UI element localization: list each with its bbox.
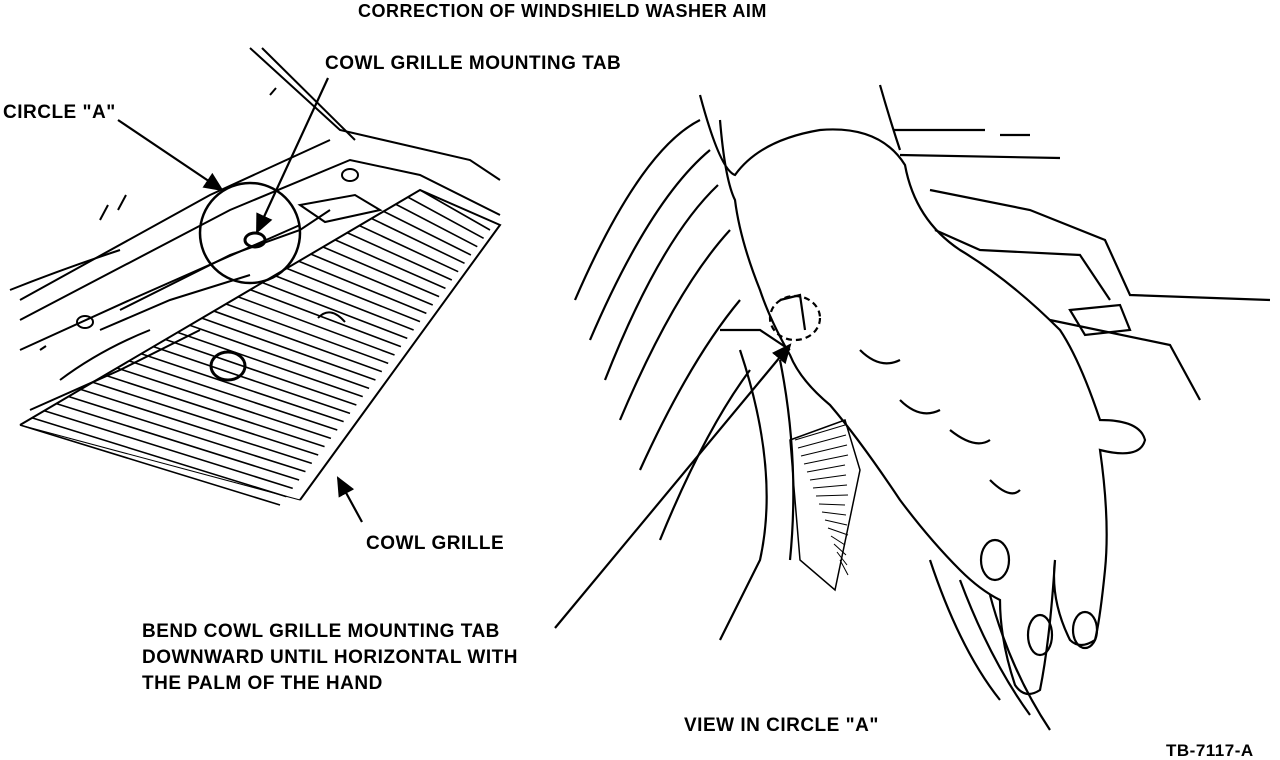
grille-slat — [371, 217, 465, 265]
grille-slat — [153, 345, 351, 415]
grille-slat — [80, 388, 313, 465]
grille-slat — [201, 317, 376, 381]
shadow-hatch — [830, 535, 846, 546]
grille-slat — [19, 424, 281, 506]
hand-outline — [698, 94, 1147, 696]
leader-lines — [117, 77, 792, 629]
shadow-hatch — [800, 444, 848, 457]
grille-slat — [225, 303, 389, 365]
view-caption: VIEW IN CIRCLE "A" — [684, 715, 879, 736]
cowl-overview-drawing — [9, 47, 501, 411]
shadow-hatch — [839, 559, 849, 576]
grille-slat — [298, 260, 427, 315]
grille-slat — [140, 353, 344, 423]
grille-slat — [395, 203, 478, 248]
instruction-line: BEND COWL GRILLE MOUNTING TAB — [142, 621, 500, 642]
grille-slat — [189, 324, 370, 390]
grille-slat — [274, 274, 414, 331]
shadow-hatch — [836, 551, 848, 566]
shadow-hatch — [821, 511, 847, 516]
cowl-grille-label: COWL GRILLE — [366, 533, 505, 554]
grille-slat — [310, 253, 434, 306]
grille-slat — [177, 331, 363, 398]
shadow-hatch — [803, 454, 849, 465]
grille-slat — [104, 374, 325, 448]
grille-slat — [359, 224, 459, 273]
instruction-label: BEND COWL GRILLE MOUNTING TAB DOWNWARD U… — [142, 619, 518, 697]
grille-slat — [262, 281, 408, 340]
grille-slat — [31, 417, 287, 498]
figure-id: TB-7117-A — [1166, 741, 1254, 760]
grille-slat — [383, 210, 472, 256]
shadow-hatch — [809, 474, 847, 481]
grille-slat — [407, 196, 485, 240]
grille-slat — [56, 402, 300, 481]
grille-slat — [322, 246, 440, 298]
circle-a-label: CIRCLE "A" — [3, 102, 116, 123]
grille-slat — [92, 381, 319, 456]
grille-slat — [334, 239, 446, 290]
grille-slat — [68, 395, 306, 473]
grille-slat — [213, 310, 383, 373]
grille-slat — [250, 288, 402, 348]
mounting-tab-label: COWL GRILLE MOUNTING TAB — [325, 53, 622, 74]
grille-slat — [116, 367, 332, 440]
grille-slat — [165, 338, 357, 406]
diagram-title: CORRECTION OF WINDSHIELD WASHER AIM — [358, 1, 767, 21]
shadow-hatch — [824, 519, 848, 526]
hand-view-drawing — [573, 84, 1271, 731]
grille-slat — [346, 231, 453, 281]
instruction-line: DOWNWARD UNTIL HORIZONTAL WITH — [142, 647, 518, 668]
grille-slat — [44, 409, 293, 490]
shadow-hatch — [818, 503, 846, 506]
shadow-hatch — [797, 434, 847, 449]
grille-slat — [237, 296, 395, 356]
shadow-hatch — [833, 543, 847, 556]
shadow-hatch — [806, 464, 846, 473]
shadow-hatch — [815, 494, 849, 497]
instruction-line: THE PALM OF THE HAND — [142, 673, 383, 694]
shadow-hatch — [827, 527, 849, 536]
cowl-grille-panel — [19, 188, 502, 506]
circle-a — [198, 181, 302, 285]
grille-slat — [286, 267, 421, 323]
grille-slat — [128, 360, 338, 431]
grille-slat — [419, 189, 491, 231]
shadow-hatch — [812, 484, 848, 489]
shadow-hatch — [794, 424, 846, 441]
